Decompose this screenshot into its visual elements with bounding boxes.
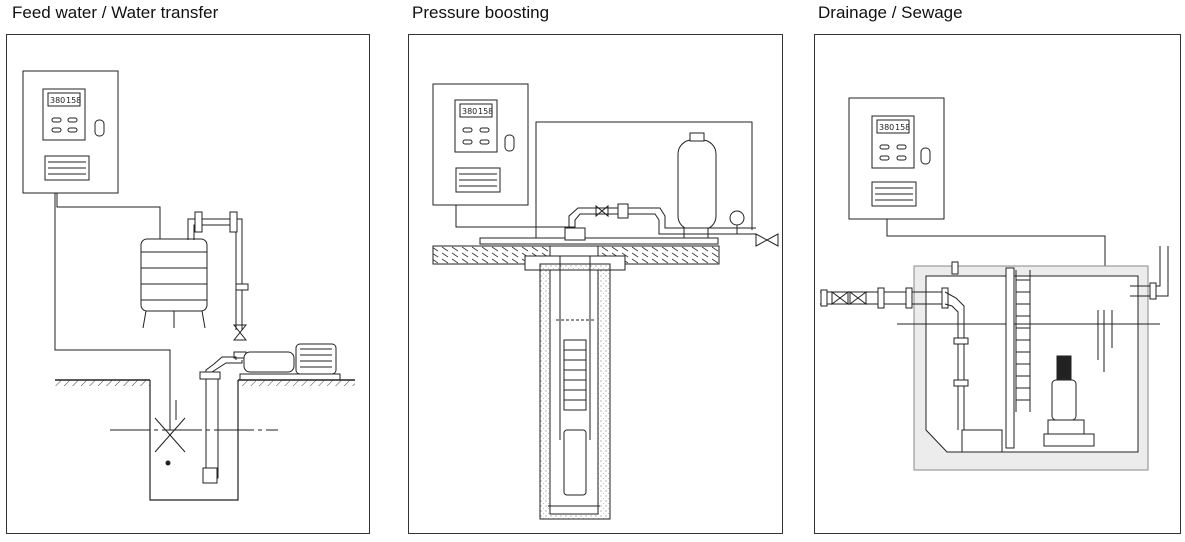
switch-icon-2	[504, 134, 515, 152]
button-1a	[51, 117, 62, 123]
nameplate-2	[455, 167, 501, 193]
button-1d	[67, 127, 78, 133]
switch-icon-3	[920, 147, 931, 165]
controller-panel-1	[42, 88, 86, 141]
controller-display-2	[459, 103, 493, 118]
panel-title-pressure-boosting: Pressure boosting	[412, 3, 550, 22]
sewage-pump	[1051, 379, 1077, 421]
controller-panel-3	[871, 115, 915, 169]
nameplate-1	[44, 155, 90, 181]
borehole-motor	[563, 429, 587, 496]
display-left-2: 380	[462, 107, 477, 116]
pump-body-1	[243, 351, 295, 373]
borehole-pump	[563, 339, 587, 411]
panel-title-feed-water: Feed water / Water transfer	[12, 3, 219, 22]
pressure-gauge	[729, 210, 745, 226]
controller-panel-2	[454, 99, 498, 153]
switch-icon-1	[94, 119, 105, 137]
display-left-1: 380	[50, 96, 65, 105]
nameplate-3	[871, 181, 917, 207]
feed-water-diagram: 380 158	[22, 70, 355, 501]
panel-title-drainage: Drainage / Sewage	[818, 3, 963, 22]
display-left-3: 380	[879, 123, 894, 132]
pressure-tank	[677, 139, 717, 231]
display-right-2: 158	[478, 107, 493, 116]
controller-display-1	[47, 92, 81, 107]
button-1b	[67, 117, 78, 123]
control-box-3	[848, 97, 945, 220]
sewage-pump-motor	[1056, 355, 1072, 383]
drainage-diagram: 380 158	[820, 97, 1169, 471]
pressure-boosting-diagram: 380 158	[432, 83, 779, 520]
controller-display-3	[876, 119, 910, 134]
display-right-3: 158	[895, 123, 910, 132]
display-right-1: 158	[66, 96, 81, 105]
button-1c	[51, 127, 62, 133]
